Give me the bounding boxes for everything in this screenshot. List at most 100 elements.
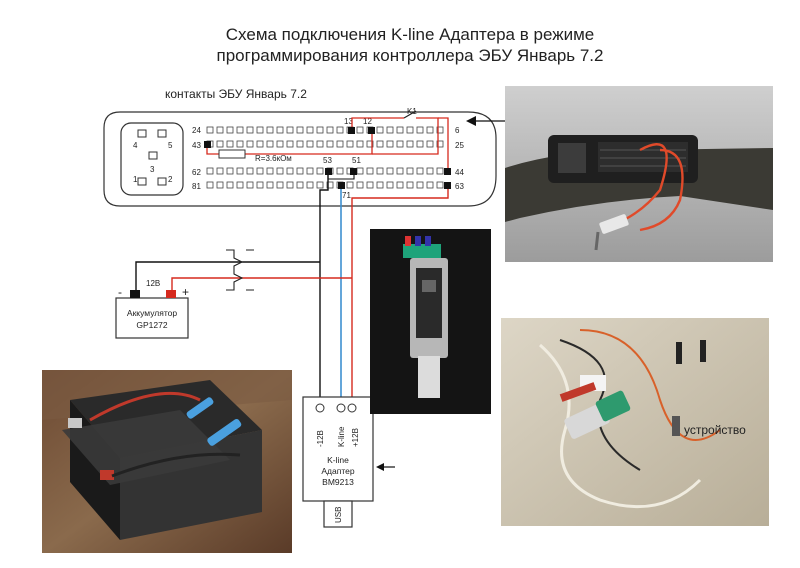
pin-cell — [296, 167, 304, 175]
photo-batteries — [42, 370, 292, 553]
pin-13 — [348, 127, 355, 134]
pin-cell — [376, 181, 384, 189]
title-line-2: программирования контроллера ЭБУ Январь … — [217, 46, 604, 65]
pin-cell — [336, 126, 344, 134]
pin-cell — [226, 140, 234, 148]
pin-label-53: 53 — [323, 156, 332, 165]
pin-cell — [356, 140, 364, 148]
pin-cell — [336, 140, 344, 148]
adapter-label-kline: K-line — [337, 426, 346, 447]
pin-cell — [296, 126, 304, 134]
pin-label-6: 6 — [455, 126, 460, 135]
pin-label-44: 44 — [455, 168, 464, 177]
pin-cell — [296, 140, 304, 148]
battery-plus-sign: + — [182, 285, 189, 299]
pin-cell — [436, 181, 444, 189]
pin-43 — [204, 141, 211, 148]
switch-k1 — [403, 110, 417, 119]
pin-cell — [216, 181, 224, 189]
adapter-name-2: Адаптер — [321, 466, 354, 476]
pin-cell — [396, 181, 404, 189]
pin-cell — [396, 140, 404, 148]
pin-label-81: 81 — [192, 182, 201, 191]
title-line-1: Схема подключения K-line Адаптера в режи… — [226, 25, 594, 44]
ecu-connector: 4 5 3 1 2 — [103, 111, 497, 207]
pin-cell — [436, 140, 444, 148]
pin-cell — [236, 181, 244, 189]
pin-cell — [226, 181, 234, 189]
pin-51 — [350, 168, 357, 175]
pin-label-13: 13 — [344, 117, 353, 126]
pin-cell — [426, 140, 434, 148]
pin-cell — [226, 126, 234, 134]
plug-num-1: 1 — [133, 175, 138, 184]
pin-cell — [396, 126, 404, 134]
plug-num-4: 4 — [133, 141, 138, 150]
pin-44 — [444, 168, 451, 175]
pin-cell — [336, 167, 344, 175]
pin-cell — [406, 181, 414, 189]
pin-cell — [426, 181, 434, 189]
battery-minus-sign: - — [118, 285, 122, 299]
plug-num-2: 2 — [168, 175, 173, 184]
pin-cell — [386, 181, 394, 189]
pin-cell — [286, 140, 294, 148]
plug-num-3: 3 — [150, 165, 155, 174]
pin-cell — [216, 167, 224, 175]
pin-cell — [316, 181, 324, 189]
pin-cell — [386, 126, 394, 134]
pin-cell — [296, 181, 304, 189]
pin-cell — [286, 167, 294, 175]
pin-53 — [325, 168, 332, 175]
photo-usb-adapter — [370, 229, 491, 414]
usb-label: USB — [334, 507, 343, 523]
pin-cell — [396, 167, 404, 175]
pin-cell — [216, 140, 224, 148]
pin-cell — [406, 167, 414, 175]
battery-label-2: GP1272 — [136, 320, 167, 330]
pin-cell — [346, 140, 354, 148]
pin-cell — [236, 126, 244, 134]
pin-cell — [276, 181, 284, 189]
pin-label-71: 71 — [342, 191, 351, 200]
pin-cell — [276, 167, 284, 175]
pin-cell — [356, 167, 364, 175]
pin-cell — [416, 140, 424, 148]
pin-cell — [256, 167, 264, 175]
adapter-name-1: K-line — [327, 455, 349, 465]
adapter-terminal-kline — [336, 403, 346, 413]
pin-cell — [256, 140, 264, 148]
resistor — [218, 149, 246, 159]
pin-cell — [226, 167, 234, 175]
pin-cell — [366, 140, 374, 148]
pin-cell — [206, 181, 214, 189]
photo-ecu-connector — [505, 86, 773, 262]
adapter-label-plus12: +12В — [351, 428, 360, 447]
pin-label-25: 25 — [455, 141, 464, 150]
pin-cell — [406, 126, 414, 134]
pin-cell — [416, 126, 424, 134]
adapter-terminal-minus — [315, 403, 325, 413]
pin-cell — [386, 140, 394, 148]
pin-cell — [356, 126, 364, 134]
pin-cell — [406, 140, 414, 148]
pin-cell — [326, 181, 334, 189]
pin-cell — [376, 167, 384, 175]
external-wires — [135, 175, 449, 398]
pin-cell — [326, 140, 334, 148]
pin-cell — [266, 140, 274, 148]
pin-cell — [436, 167, 444, 175]
pin-cell — [326, 126, 334, 134]
resistor-label: R=3.6кОм — [255, 154, 292, 163]
battery: - + 12В Аккумулятор GP1272 — [115, 279, 189, 339]
pin-cell — [246, 140, 254, 148]
k-line-adapter: -12В K-line +12В K-line Адаптер BM9213 U… — [302, 396, 374, 528]
pin-cell — [206, 126, 214, 134]
pin-cell — [236, 167, 244, 175]
pin-cell — [306, 140, 314, 148]
pin-cell — [246, 181, 254, 189]
pin-cell — [316, 126, 324, 134]
pin-cell — [366, 167, 374, 175]
pin-cell — [236, 140, 244, 148]
